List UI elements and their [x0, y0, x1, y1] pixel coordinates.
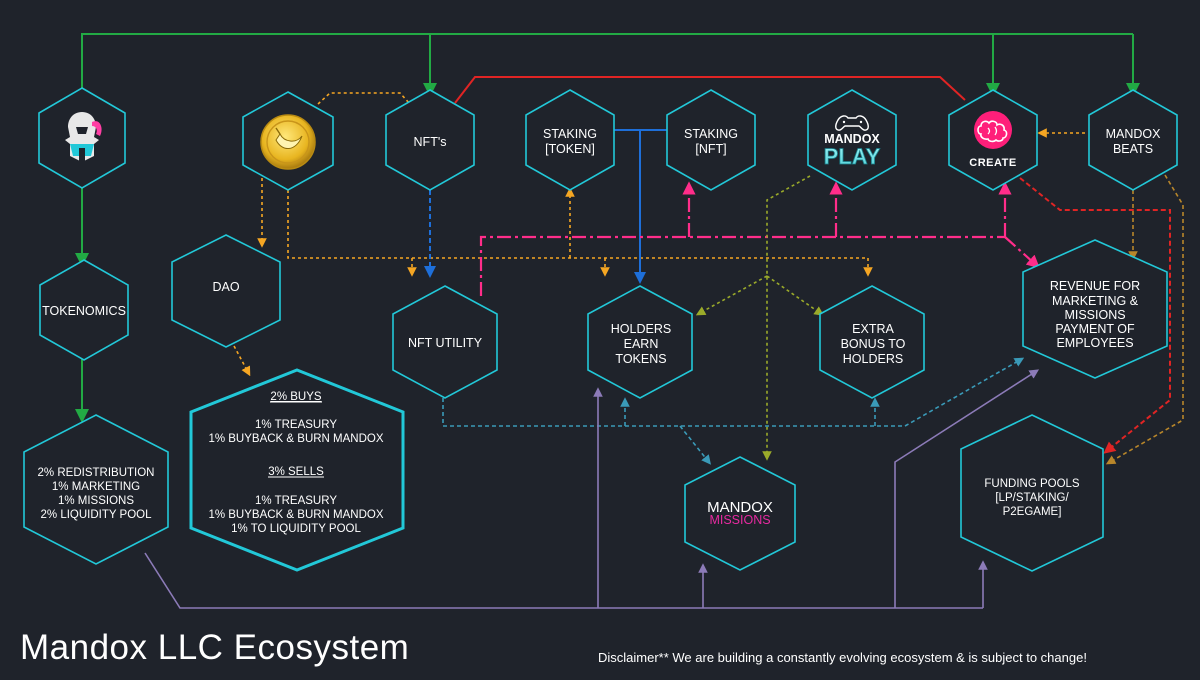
nfts-hex: [385, 89, 475, 191]
fees-buys-heading: 2% BUYS: [270, 391, 321, 403]
extra-bonus-line2: BONUS TO: [841, 337, 906, 351]
holders-earn-node[interactable]: HOLDERS EARN TOKENS: [587, 285, 693, 399]
purple-bottom-bus: [144, 369, 1040, 609]
green-top-bus: [75, 33, 1140, 423]
mandox-missions-hex: [684, 456, 796, 571]
staking-nft-node[interactable]: STAKING [NFT]: [666, 89, 756, 191]
brain-icon: [974, 111, 1012, 149]
nfts-label: NFT's: [414, 135, 447, 149]
fees-node[interactable]: 2% BUYS 1% TREASURY 1% BUYBACK & BURN MA…: [189, 368, 405, 572]
mandox-play-line2: PLAY: [824, 144, 881, 169]
revenue-line1: REVENUE FOR: [1050, 279, 1140, 293]
distribution-line2: 1% MARKETING: [52, 481, 140, 493]
fees-sells-line3: 1% TO LIQUIDITY POOL: [231, 523, 361, 535]
staking-nft-hex: [666, 89, 756, 191]
funding-pools-hex: [960, 414, 1104, 572]
revenue-line2: MARKETING &: [1052, 294, 1139, 308]
pink-dashdot-flows: [479, 181, 1040, 296]
banana-coin-icon: [260, 114, 316, 170]
mandox-missions-node[interactable]: MANDOX MISSIONS: [684, 456, 796, 571]
page-title: Mandox LLC Ecosystem: [20, 628, 410, 667]
create-label: CREATE: [969, 157, 1016, 169]
olive-dotted-play: [695, 175, 824, 461]
nft-utility-label: NFT UTILITY: [408, 336, 483, 350]
staking-token-line1: STAKING: [543, 127, 597, 141]
mandox-play-node[interactable]: MANDOX PLAY: [807, 89, 897, 191]
distribution-line3: 1% MISSIONS: [58, 495, 134, 507]
mandox-beats-node[interactable]: MANDOX BEATS: [1088, 89, 1178, 191]
distribution-line1: 2% REDISTRIBUTION: [38, 467, 155, 479]
nft-utility-hex: [392, 285, 498, 399]
extra-bonus-node[interactable]: EXTRA BONUS TO HOLDERS: [819, 285, 925, 399]
funding-pools-line1: FUNDING POOLS: [984, 478, 1080, 490]
fees-sells-line2: 1% BUYBACK & BURN MANDOX: [208, 509, 383, 521]
revenue-line3: MISSIONS: [1064, 308, 1125, 322]
staking-token-line2: [TOKEN]: [545, 142, 595, 156]
create-node[interactable]: CREATE: [948, 89, 1038, 191]
extra-bonus-line3: HOLDERS: [843, 352, 903, 366]
disclaimer-text: Disclaimer** We are building a constantl…: [598, 650, 1087, 665]
holders-earn-line3: TOKENS: [615, 352, 666, 366]
distribution-node[interactable]: 2% REDISTRIBUTION 1% MARKETING 1% MISSIO…: [23, 414, 169, 565]
nft-utility-node[interactable]: NFT UTILITY: [392, 285, 498, 399]
orange-dotted-flows: [233, 92, 1085, 377]
extra-bonus-hex: [819, 285, 925, 399]
tokenomics-node[interactable]: TOKENOMICS: [39, 259, 129, 361]
nfts-node[interactable]: NFT's: [385, 89, 475, 191]
revenue-line4: PAYMENT OF: [1055, 322, 1135, 336]
mandox-beats-line1: MANDOX: [1106, 127, 1162, 141]
funding-pools-node[interactable]: FUNDING POOLS [LP/STAKING/ P2EGAME]: [960, 414, 1104, 572]
mandox-play-hex: [807, 89, 897, 191]
mandox-missions-line2: MISSIONS: [709, 513, 770, 527]
dao-label: DAO: [212, 280, 239, 294]
extra-bonus-line1: EXTRA: [852, 322, 894, 336]
revenue-hex: [1022, 239, 1168, 379]
blue-staking-bridge: [613, 129, 667, 284]
fees-sells-line1: 1% TREASURY: [255, 495, 337, 507]
revenue-line5: EMPLOYEES: [1056, 336, 1133, 350]
revenue-node[interactable]: REVENUE FOR MARKETING & MISSIONS PAYMENT…: [1022, 239, 1168, 379]
brown-dashed-beats: [1105, 174, 1184, 465]
tokenomics-hex: [39, 259, 129, 361]
dao-node[interactable]: DAO: [171, 234, 281, 348]
fees-hex: [189, 368, 405, 572]
staking-nft-line2: [NFT]: [695, 142, 726, 156]
mandox-logo-node[interactable]: [38, 87, 126, 189]
staking-nft-line1: STAKING: [684, 127, 738, 141]
fees-buys-line1: 1% TREASURY: [255, 419, 337, 431]
holders-earn-line1: HOLDERS: [611, 322, 671, 336]
tokenomics-label: TOKENOMICS: [42, 304, 126, 318]
mandox-warrior-logo-icon: [65, 112, 102, 162]
dao-hex: [171, 234, 281, 348]
fees-buys-line2: 1% BUYBACK & BURN MANDOX: [208, 433, 383, 445]
red-link-nft-create: [454, 76, 966, 104]
funding-pools-line3: P2EGAME]: [1003, 506, 1062, 518]
funding-pools-line2: [LP/STAKING/: [995, 492, 1069, 504]
mandox-beats-line2: BEATS: [1113, 142, 1153, 156]
cyan-dashed-bottom-flows: [442, 357, 1025, 465]
coin-node[interactable]: [242, 91, 334, 191]
red-dashed-create-funding: [1019, 177, 1171, 454]
holders-earn-line2: EARN: [624, 337, 659, 351]
holders-earn-hex: [587, 285, 693, 399]
mandox-play-line1: MANDOX: [824, 132, 880, 146]
mandox-beats-hex: [1088, 89, 1178, 191]
mandox-missions-line1: MANDOX: [707, 499, 773, 516]
distribution-line4: 2% LIQUIDITY POOL: [41, 509, 153, 521]
distribution-hex: [23, 414, 169, 565]
staking-token-hex: [525, 89, 615, 191]
staking-token-node[interactable]: STAKING [TOKEN]: [525, 89, 615, 191]
gamepad-icon: [835, 115, 869, 131]
fees-sells-heading: 3% SELLS: [268, 466, 324, 478]
